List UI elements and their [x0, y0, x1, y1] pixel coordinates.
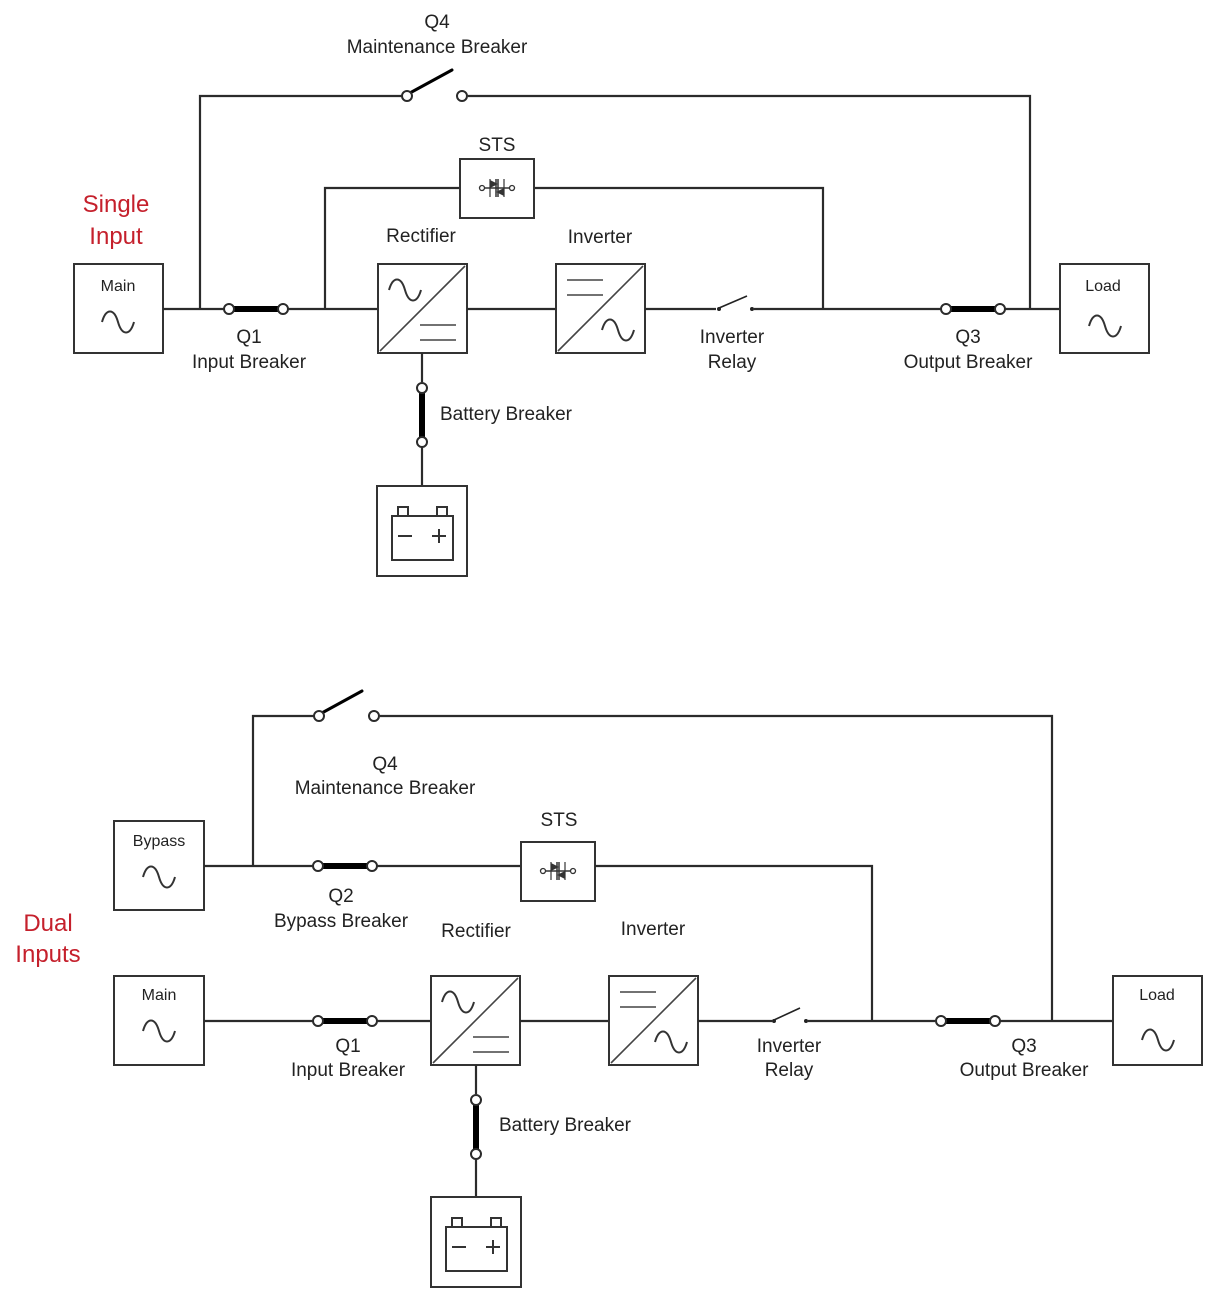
single-q3-desc: Output Breaker — [904, 352, 1034, 373]
dual-bypass-box — [113, 820, 205, 911]
dual-q4-switch-blade — [318, 689, 364, 716]
single-relay-terminal — [717, 307, 721, 311]
single-sts-wire-right — [534, 186, 825, 309]
single-q1-desc: Input Breaker — [192, 352, 307, 373]
dual-sts-output-wire — [595, 864, 874, 1021]
single-q4-desc: Maintenance Breaker — [347, 37, 528, 58]
single-input-diagram: Single Input Q4 Maintenance Breaker STS … — [73, 12, 1150, 577]
dual-bypass-label: Bypass — [133, 833, 185, 850]
dual-battery-icon — [445, 1217, 508, 1272]
dual-load-label: Load — [1139, 987, 1175, 1004]
dual-inputs-diagram: Dual Inputs Q4 Maintenance Breaker Bypas… — [15, 689, 1203, 1288]
single-title-line1: Single — [83, 191, 150, 218]
dual-q2-label: Q2 — [328, 886, 353, 907]
single-q3-label: Q3 — [955, 327, 980, 348]
single-q4-switch-blade — [406, 68, 454, 96]
dual-q3-terminal — [989, 1015, 1001, 1027]
dual-q4-terminal — [313, 710, 325, 722]
dual-relay-desc: Relay — [765, 1060, 814, 1081]
dual-q1-terminal — [366, 1015, 378, 1027]
single-inverter-diagonal — [557, 265, 644, 352]
dual-rectifier-label: Rectifier — [441, 921, 511, 942]
single-rectifier-diagonal — [379, 265, 466, 352]
single-main-box — [73, 263, 164, 354]
dual-main-label: Main — [142, 987, 177, 1004]
single-sts-wire-left — [323, 186, 460, 309]
single-q1-terminal — [277, 303, 289, 315]
dual-inverter-relay-contact — [773, 1007, 801, 1021]
single-main-label: Main — [101, 278, 136, 295]
dual-load-box — [1112, 975, 1203, 1066]
dual-q3-desc: Output Breaker — [960, 1060, 1090, 1081]
dual-battery-breaker-terminal — [470, 1094, 482, 1106]
single-maintenance-wire-left — [198, 94, 402, 309]
dual-inverter-diagonal — [610, 977, 697, 1064]
single-q1-label: Q1 — [236, 327, 261, 348]
dual-main-box — [113, 975, 205, 1066]
single-relay-terminal — [750, 307, 754, 311]
dual-title-line2: Inputs — [15, 941, 80, 968]
single-q4-terminal — [401, 90, 413, 102]
dual-sts-label: STS — [541, 810, 578, 831]
single-relay-desc: Relay — [708, 352, 757, 373]
single-battery-breaker-terminal — [416, 436, 428, 448]
single-load-box — [1059, 263, 1150, 354]
dual-relay-label: Inverter — [757, 1036, 822, 1057]
single-battery-breaker-terminal — [416, 382, 428, 394]
dual-q3-terminal — [935, 1015, 947, 1027]
single-inverter-relay-contact — [718, 295, 748, 309]
single-q1-terminal — [223, 303, 235, 315]
single-battery-breaker-label: Battery Breaker — [440, 404, 573, 425]
dual-relay-terminal — [772, 1019, 776, 1023]
dual-q1-desc: Input Breaker — [291, 1060, 406, 1081]
dual-maintenance-wire-right — [380, 714, 1054, 1021]
single-sts-label: STS — [479, 135, 516, 156]
single-q3-terminal — [994, 303, 1006, 315]
single-title-line2: Input — [89, 223, 143, 250]
single-q4-terminal — [456, 90, 468, 102]
single-inverter-label: Inverter — [568, 227, 633, 248]
dual-rectifier-diagonal — [432, 977, 519, 1064]
dual-q4-desc: Maintenance Breaker — [295, 778, 476, 799]
dual-title-line1: Dual — [23, 910, 72, 937]
single-maintenance-wire-right — [468, 94, 1032, 309]
single-battery-icon — [391, 506, 454, 561]
dual-q2-terminal — [366, 860, 378, 872]
dual-inverter-label: Inverter — [621, 919, 686, 940]
dual-battery-breaker-label: Battery Breaker — [499, 1115, 632, 1136]
single-q3-terminal — [940, 303, 952, 315]
dual-q2-terminal — [312, 860, 324, 872]
dual-maintenance-wire-left — [251, 714, 314, 866]
single-rectifier-label: Rectifier — [386, 226, 456, 247]
dual-q4-label: Q4 — [372, 754, 398, 775]
single-q4-label: Q4 — [424, 12, 450, 33]
dual-q3-label: Q3 — [1011, 1036, 1036, 1057]
single-load-label: Load — [1085, 278, 1121, 295]
single-relay-label: Inverter — [700, 327, 765, 348]
dual-q2-desc: Bypass Breaker — [274, 911, 409, 932]
dual-q4-terminal — [368, 710, 380, 722]
dual-q1-label: Q1 — [335, 1036, 360, 1057]
dual-battery-breaker-terminal — [470, 1148, 482, 1160]
dual-q1-terminal — [312, 1015, 324, 1027]
dual-relay-terminal — [804, 1019, 808, 1023]
